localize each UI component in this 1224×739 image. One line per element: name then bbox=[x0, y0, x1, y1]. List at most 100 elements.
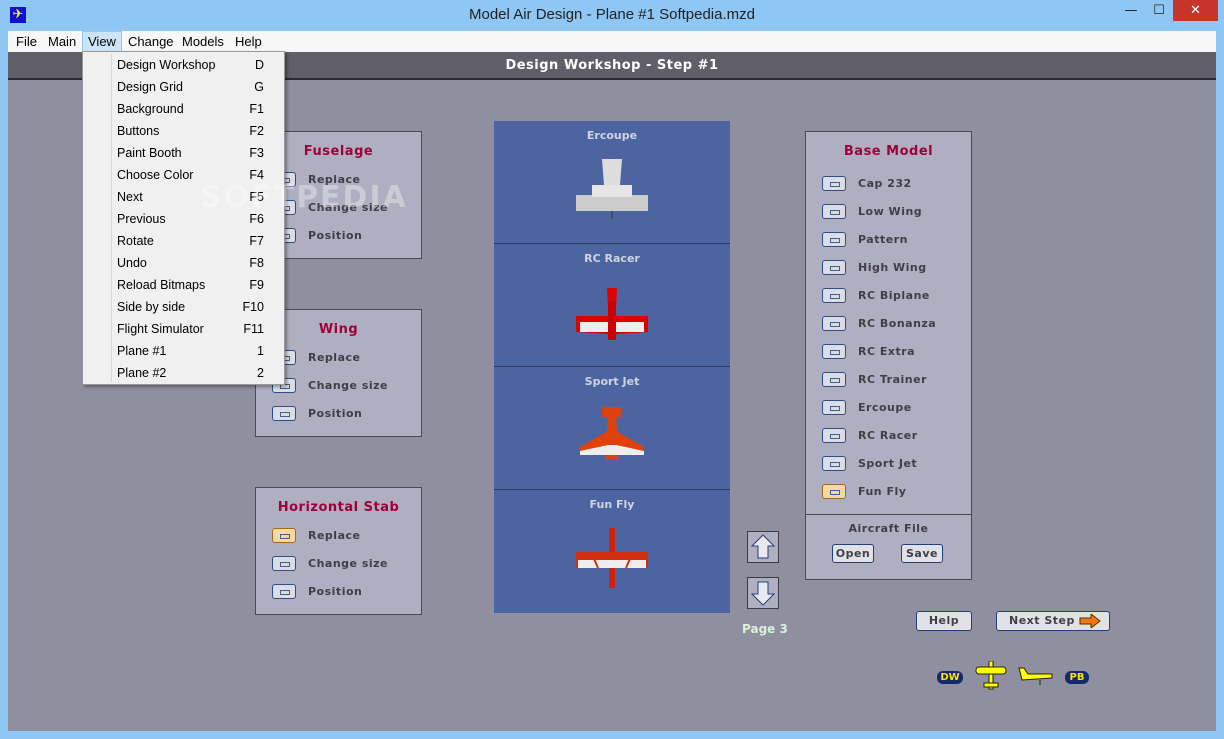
menu-help[interactable]: Help bbox=[235, 34, 262, 49]
menu-models[interactable]: Models bbox=[182, 34, 224, 49]
menu-item-choose-color[interactable]: Choose Color F4 bbox=[85, 164, 282, 186]
gallery-item-sport-jet[interactable]: Sport Jet bbox=[494, 367, 730, 490]
option-label: RC Bonanza bbox=[858, 316, 937, 330]
gallery-item-ercoupe[interactable]: Ercoupe bbox=[494, 121, 730, 244]
option-label: Low Wing bbox=[858, 204, 923, 218]
wing-replace[interactable]: Replace bbox=[272, 349, 360, 365]
menu-item-shortcut: F5 bbox=[249, 190, 264, 204]
app-icon[interactable]: ✈ bbox=[10, 7, 26, 23]
base-model-rc-trainer[interactable]: RC Trainer bbox=[822, 371, 927, 387]
checkbox[interactable] bbox=[272, 583, 296, 599]
plane-top-view-icon[interactable] bbox=[974, 661, 1008, 691]
checkbox[interactable] bbox=[822, 427, 846, 443]
hstab-replace[interactable]: Replace bbox=[272, 527, 360, 543]
base-model-ercoupe[interactable]: Ercoupe bbox=[822, 399, 912, 415]
checkbox[interactable] bbox=[822, 203, 846, 219]
save-button[interactable]: Save bbox=[901, 544, 943, 563]
fuselage-position[interactable]: Position bbox=[272, 227, 362, 243]
menu-item-shortcut: F3 bbox=[249, 146, 264, 160]
menu-item-label: Paint Booth bbox=[117, 146, 182, 160]
gallery-label: RC Racer bbox=[584, 252, 640, 265]
checkbox[interactable] bbox=[822, 343, 846, 359]
plane-side-view-icon[interactable] bbox=[1018, 666, 1054, 688]
option-label: Replace bbox=[308, 172, 361, 186]
menu-item-label: Buttons bbox=[117, 124, 160, 138]
menu-main[interactable]: Main bbox=[48, 34, 77, 49]
menu-view[interactable]: View bbox=[82, 31, 122, 52]
minimize-button[interactable]: — bbox=[1124, 3, 1138, 18]
menu-item-buttons[interactable]: Buttons F2 bbox=[85, 120, 282, 142]
checkbox[interactable] bbox=[272, 555, 296, 571]
base-model-rc-racer[interactable]: RC Racer bbox=[822, 427, 918, 443]
option-label: Position bbox=[308, 584, 363, 598]
base-model-fun-fly[interactable]: Fun Fly bbox=[822, 483, 906, 499]
checkbox[interactable] bbox=[822, 371, 846, 387]
checkbox[interactable] bbox=[822, 399, 846, 415]
menu-item-label: Rotate bbox=[117, 234, 154, 248]
page-up-button[interactable] bbox=[747, 531, 779, 563]
base-model-low-wing[interactable]: Low Wing bbox=[822, 203, 922, 219]
base-model-rc-extra[interactable]: RC Extra bbox=[822, 343, 915, 359]
ercoupe-plane-image bbox=[576, 159, 648, 219]
paint-booth-badge[interactable]: PB bbox=[1065, 671, 1089, 684]
wing-change-size[interactable]: Change size bbox=[272, 377, 388, 393]
gallery-label: Fun Fly bbox=[589, 498, 635, 511]
option-label: Cap 232 bbox=[858, 176, 912, 190]
checkbox[interactable] bbox=[272, 405, 296, 421]
open-button[interactable]: Open bbox=[832, 544, 874, 563]
checkbox[interactable] bbox=[272, 527, 296, 543]
option-label: Position bbox=[308, 406, 363, 420]
menu-item-shortcut: F10 bbox=[242, 300, 264, 314]
base-model-pattern[interactable]: Pattern bbox=[822, 231, 908, 247]
menu-item-paint-booth[interactable]: Paint Booth F3 bbox=[85, 142, 282, 164]
softpedia-watermark: SOFTPEDIA bbox=[200, 180, 408, 215]
option-label: Fun Fly bbox=[858, 484, 907, 498]
checkbox[interactable] bbox=[822, 231, 846, 247]
gallery-item-fun-fly[interactable]: Fun Fly bbox=[494, 490, 730, 613]
menu-item-label: Flight Simulator bbox=[117, 322, 204, 336]
base-model-cap-232[interactable]: Cap 232 bbox=[822, 175, 912, 191]
checkbox[interactable] bbox=[822, 483, 846, 499]
page-down-button[interactable] bbox=[747, 577, 779, 609]
wing-position[interactable]: Position bbox=[272, 405, 362, 421]
base-model-sport-jet[interactable]: Sport Jet bbox=[822, 455, 917, 471]
menu-bar: File Main View Change Models Help bbox=[8, 31, 1216, 52]
checkbox[interactable] bbox=[822, 455, 846, 471]
menu-item-shortcut: F1 bbox=[249, 102, 264, 116]
next-step-button[interactable]: Next Step bbox=[996, 611, 1110, 631]
menu-file[interactable]: File bbox=[16, 34, 37, 49]
checkbox[interactable] bbox=[822, 259, 846, 275]
base-model-rc-biplane[interactable]: RC Biplane bbox=[822, 287, 930, 303]
option-label: Sport Jet bbox=[858, 456, 918, 470]
menu-item-label: Choose Color bbox=[117, 168, 194, 182]
menu-item-shortcut: F2 bbox=[249, 124, 264, 138]
checkbox[interactable] bbox=[822, 175, 846, 191]
maximize-button[interactable]: ☐ bbox=[1153, 3, 1165, 18]
checkbox[interactable] bbox=[822, 287, 846, 303]
title-bar: ✈ Model Air Design - Plane #1 Softpedia.… bbox=[0, 0, 1224, 31]
menu-item-shortcut: F4 bbox=[249, 168, 264, 182]
hstab-position[interactable]: Position bbox=[272, 583, 362, 599]
base-model-high-wing[interactable]: High Wing bbox=[822, 259, 927, 275]
close-button[interactable]: ✕ bbox=[1173, 0, 1218, 21]
menu-change[interactable]: Change bbox=[128, 34, 174, 49]
base-model-rc-bonanza[interactable]: RC Bonanza bbox=[822, 315, 936, 331]
arrow-up-icon bbox=[750, 534, 776, 559]
checkbox[interactable] bbox=[822, 315, 846, 331]
help-button[interactable]: Help bbox=[916, 611, 972, 631]
hstab-change-size[interactable]: Change size bbox=[272, 555, 388, 571]
gallery-item-rc-racer[interactable]: RC Racer bbox=[494, 244, 730, 367]
design-workshop-badge[interactable]: DW bbox=[937, 671, 963, 684]
